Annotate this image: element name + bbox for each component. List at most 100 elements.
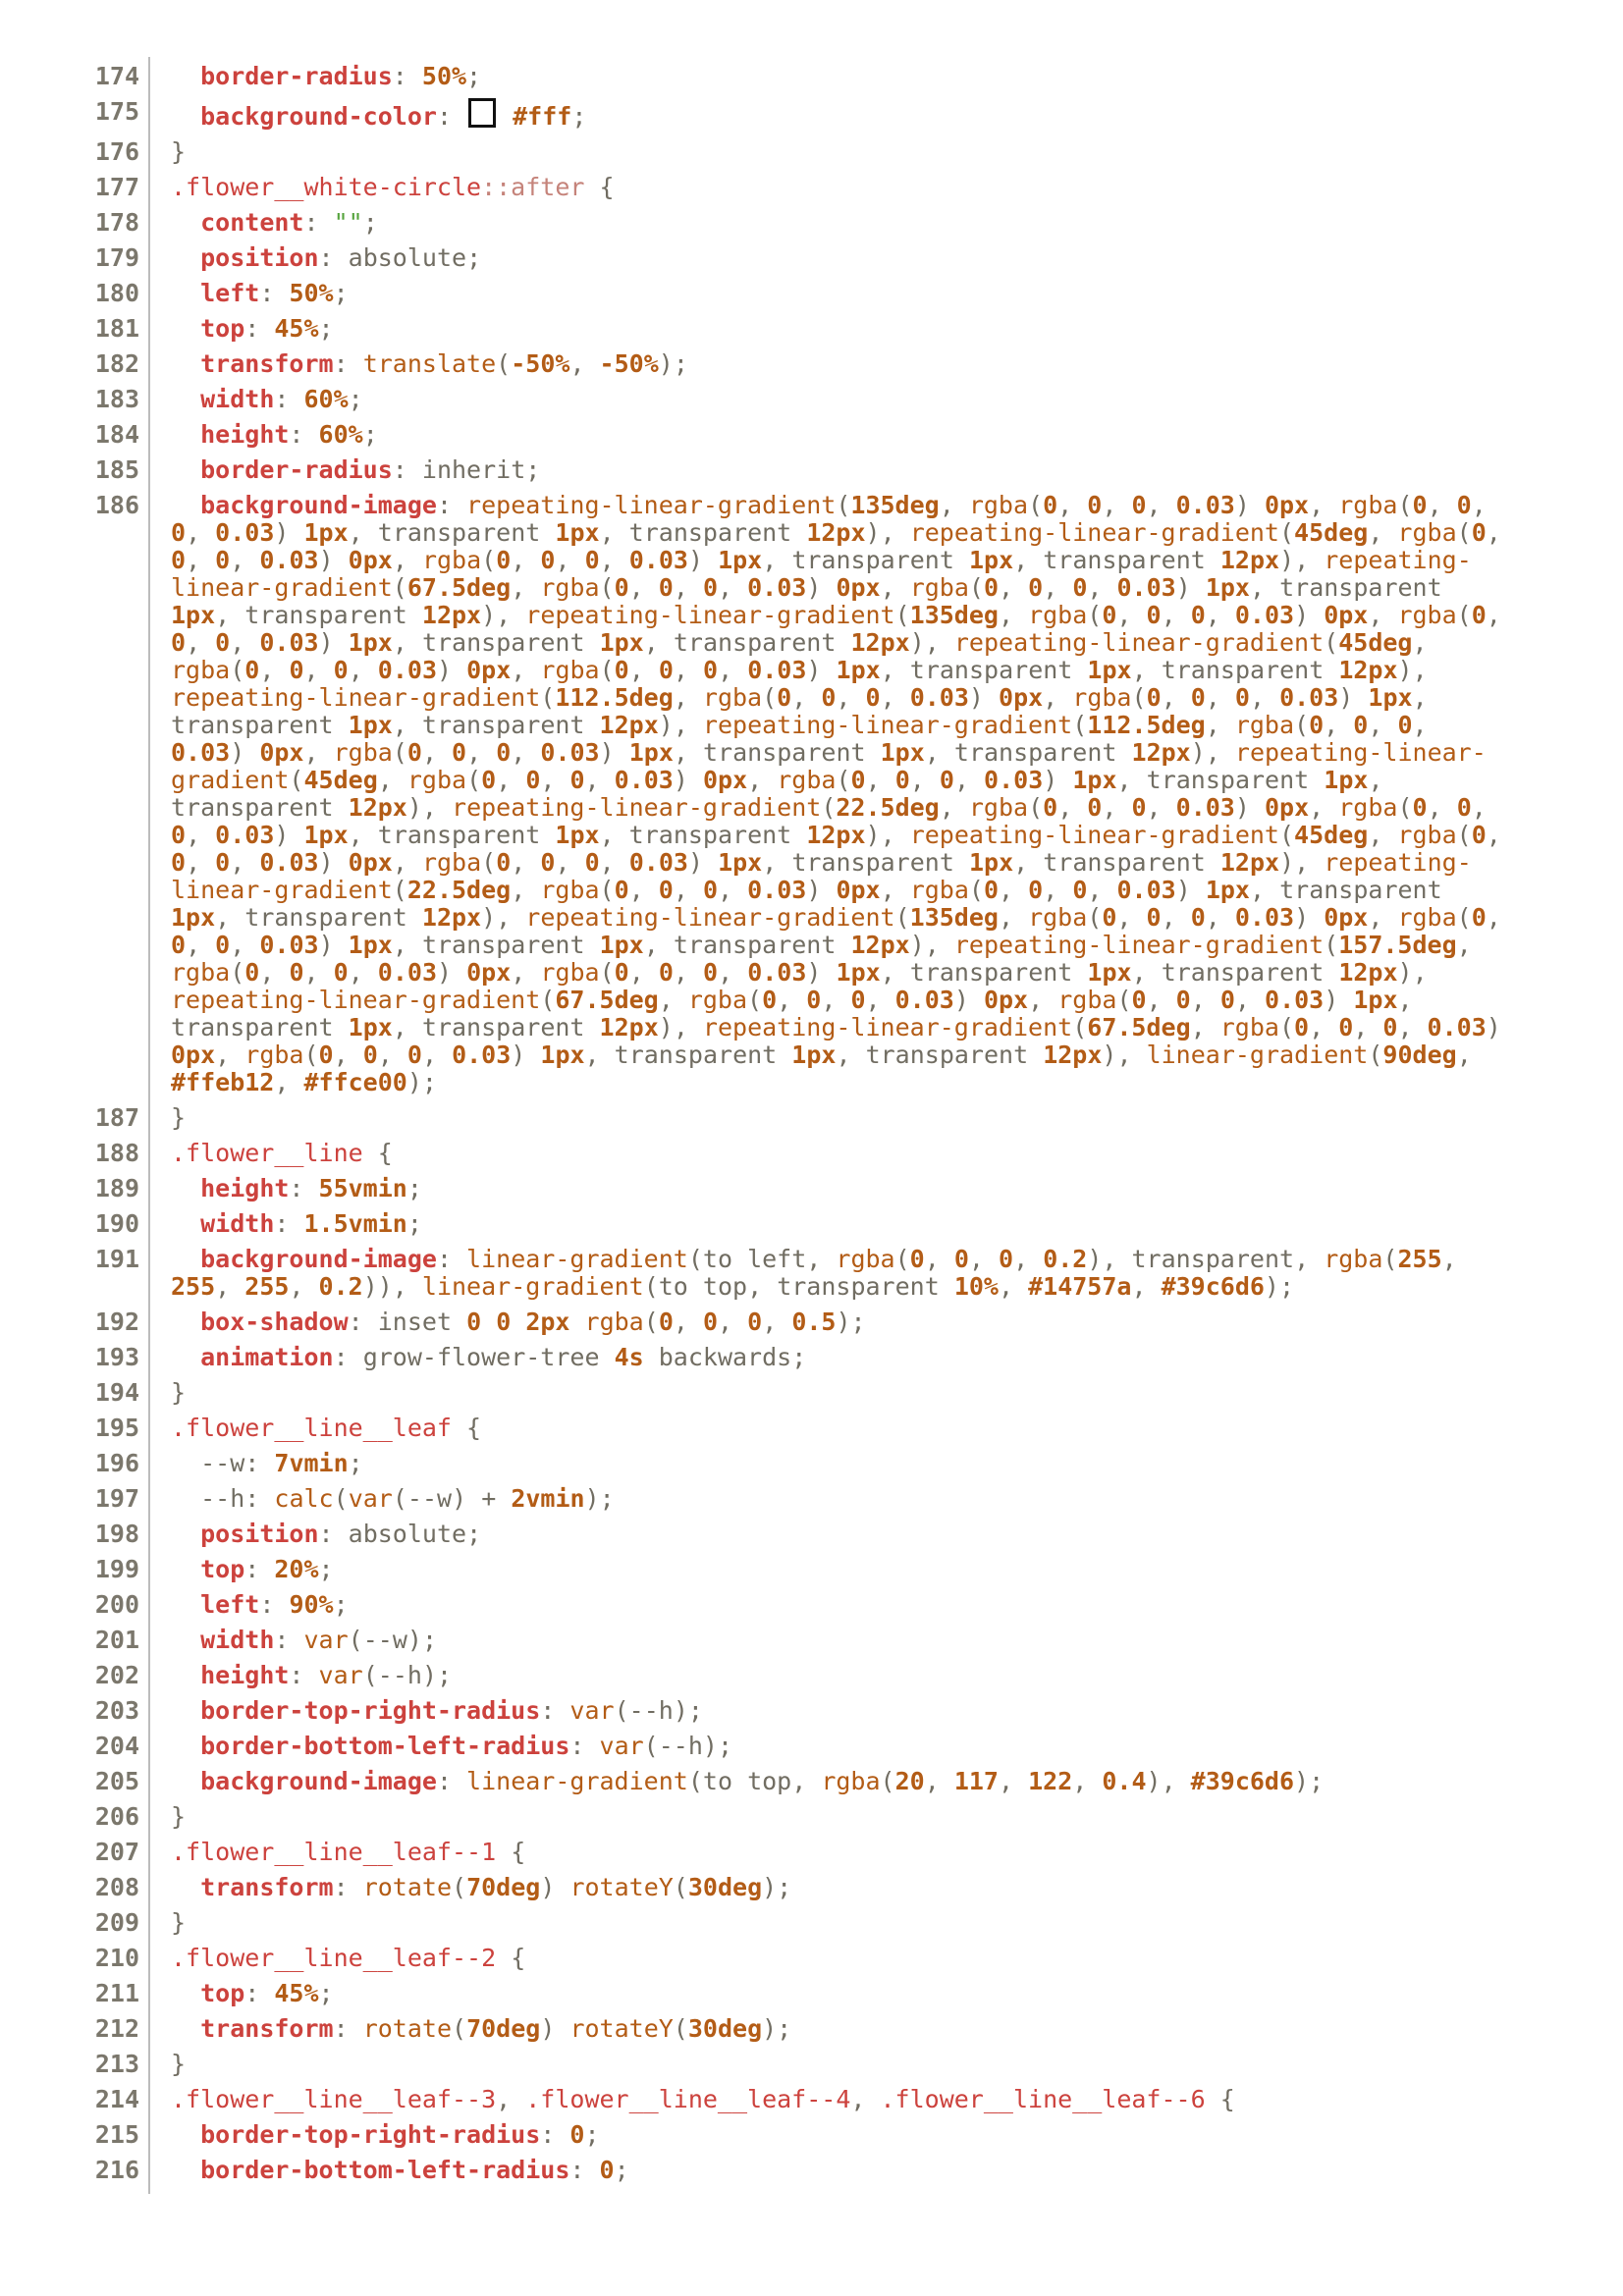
token-selector: .flower__line__leaf--3 <box>171 2085 497 2113</box>
token-number: 0px <box>836 573 881 602</box>
code-line: 198 position: absolute; <box>0 1521 1623 1548</box>
token-number: 12px <box>850 628 910 657</box>
token-property-name: background-color <box>200 102 437 131</box>
token-number: 1px <box>348 711 393 739</box>
token-punctuation: ; <box>318 314 334 343</box>
token-punctuation: , <box>1057 491 1088 519</box>
token-function: translate <box>362 349 497 378</box>
token-function: linear-gradient <box>171 573 393 602</box>
token-indent <box>171 1555 200 1583</box>
token-number: 0 <box>1146 601 1162 629</box>
code-line: 184 height: 60%; <box>0 421 1623 449</box>
code-line: 0, 0, 0.03) 0px, rgba(0, 0, 0, 0.03) 1px… <box>0 849 1623 877</box>
code-line: gradient(45deg, rgba(0, 0, 0, 0.03) 0px,… <box>0 767 1623 794</box>
token-punctuation: , <box>747 1272 778 1301</box>
token-number: 0 <box>481 766 497 794</box>
token-number: 1px <box>968 546 1014 574</box>
token-punctuation: ); <box>673 1696 703 1725</box>
token-punctuation: ; <box>466 243 482 272</box>
token-punctuation: , <box>1397 1013 1428 1041</box>
token-number: -50% <box>511 349 570 378</box>
token-punctuation: - <box>200 1449 216 1477</box>
token-function: rgba <box>909 573 969 602</box>
token-function: linear-gradient <box>421 1272 644 1301</box>
token-keyword: transparent <box>865 1041 1029 1069</box>
token-punctuation: , <box>540 766 570 794</box>
token-indent <box>171 2120 200 2149</box>
token-punctuation: : <box>259 279 290 307</box>
token-punctuation: ) <box>1486 1013 1501 1041</box>
token-punctuation: , <box>392 711 422 739</box>
token-punctuation <box>569 1308 584 1336</box>
token-keyword: transparent <box>421 711 585 739</box>
token-number: 20% <box>274 1555 319 1583</box>
line-number: 207 <box>94 1838 139 1866</box>
token-number: 0.03 <box>628 848 688 877</box>
token-punctuation: , <box>348 821 378 849</box>
token-punctuation: { <box>511 1944 526 1972</box>
line-number: 208 <box>94 1873 139 1901</box>
code-text: width: var(--w); <box>139 1627 437 1654</box>
token-punctuation <box>171 1484 200 1513</box>
code-text: height: var(--h); <box>139 1662 452 1689</box>
token-punctuation: ( <box>333 1484 349 1513</box>
token-indent <box>171 62 200 90</box>
token-punctuation: , <box>1043 876 1073 904</box>
token-number: 67.5deg <box>555 986 659 1014</box>
token-punctuation: ( <box>643 1272 659 1301</box>
token-punctuation: , <box>377 1041 407 1069</box>
token-number: -50% <box>599 349 659 378</box>
token-punctuation: , <box>1397 986 1413 1014</box>
token-punctuation: , <box>1486 903 1501 932</box>
token-number: 0 <box>1234 683 1250 712</box>
token-number: 0 <box>496 1308 512 1336</box>
token-keyword: transparent <box>791 848 954 877</box>
token-punctuation: - <box>658 1732 674 1760</box>
token-number: 1px <box>348 1013 393 1041</box>
token-punctuation <box>452 1308 466 1336</box>
token-punctuation: , <box>259 656 290 684</box>
token-punctuation: , <box>496 766 526 794</box>
token-number: 0 <box>703 656 719 684</box>
token-punctuation: , <box>1486 821 1501 849</box>
token-punctuation: , <box>1131 1272 1162 1301</box>
token-punctuation: , <box>998 1272 1029 1301</box>
code-line: repeating-linear-gradient(112.5deg, rgba… <box>0 684 1623 712</box>
token-punctuation: ); <box>762 1873 792 1901</box>
token-punctuation: , <box>1309 1013 1339 1041</box>
code-line: 1px, transparent 12px), repeating-linear… <box>0 602 1623 629</box>
token-number: 112.5deg <box>1087 711 1206 739</box>
token-punctuation: : <box>244 1555 275 1583</box>
token-property-name: width <box>200 1209 275 1238</box>
token-number: 0 <box>1087 793 1103 822</box>
code-line: 216 border-bottom-left-radius: 0; <box>0 2157 1623 2184</box>
token-punctuation: ) <box>1043 766 1073 794</box>
code-line: 190 width: 1.5vmin; <box>0 1210 1623 1238</box>
token-punctuation: ( <box>392 573 407 602</box>
code-line: 195.flower__line__leaf { <box>0 1415 1623 1442</box>
token-function: var <box>318 1661 363 1689</box>
token-punctuation: , <box>968 1245 1000 1273</box>
token-punctuation: , <box>836 683 866 712</box>
token-punctuation: ), <box>481 601 526 629</box>
token-number: 1px <box>1205 876 1250 904</box>
token-punctuation: ( <box>452 2014 467 2043</box>
code-line: 180 left: 50%; <box>0 280 1623 307</box>
token-punctuation <box>732 1767 747 1795</box>
code-line: 213} <box>0 2051 1623 2078</box>
token-punctuation: , <box>999 573 1029 602</box>
code-text: position: absolute; <box>139 244 481 272</box>
token-punctuation: ), <box>1279 848 1325 877</box>
code-line: 0, 0.03) 1px, transparent 1px, transpare… <box>0 822 1623 849</box>
token-keyword: transparent <box>421 1013 585 1041</box>
token-number: 1px <box>599 628 644 657</box>
token-punctuation: ) <box>687 546 719 574</box>
token-function: repeating-linear-gradient <box>953 931 1325 959</box>
code-text: left: 50%; <box>139 280 349 307</box>
code-line: 183 width: 60%; <box>0 386 1623 413</box>
token-punctuation: , <box>1116 903 1147 932</box>
token-indent <box>171 1661 200 1689</box>
token-function: rgba <box>171 958 231 987</box>
token-number: 0 <box>215 546 231 574</box>
token-punctuation: , <box>806 1245 837 1273</box>
